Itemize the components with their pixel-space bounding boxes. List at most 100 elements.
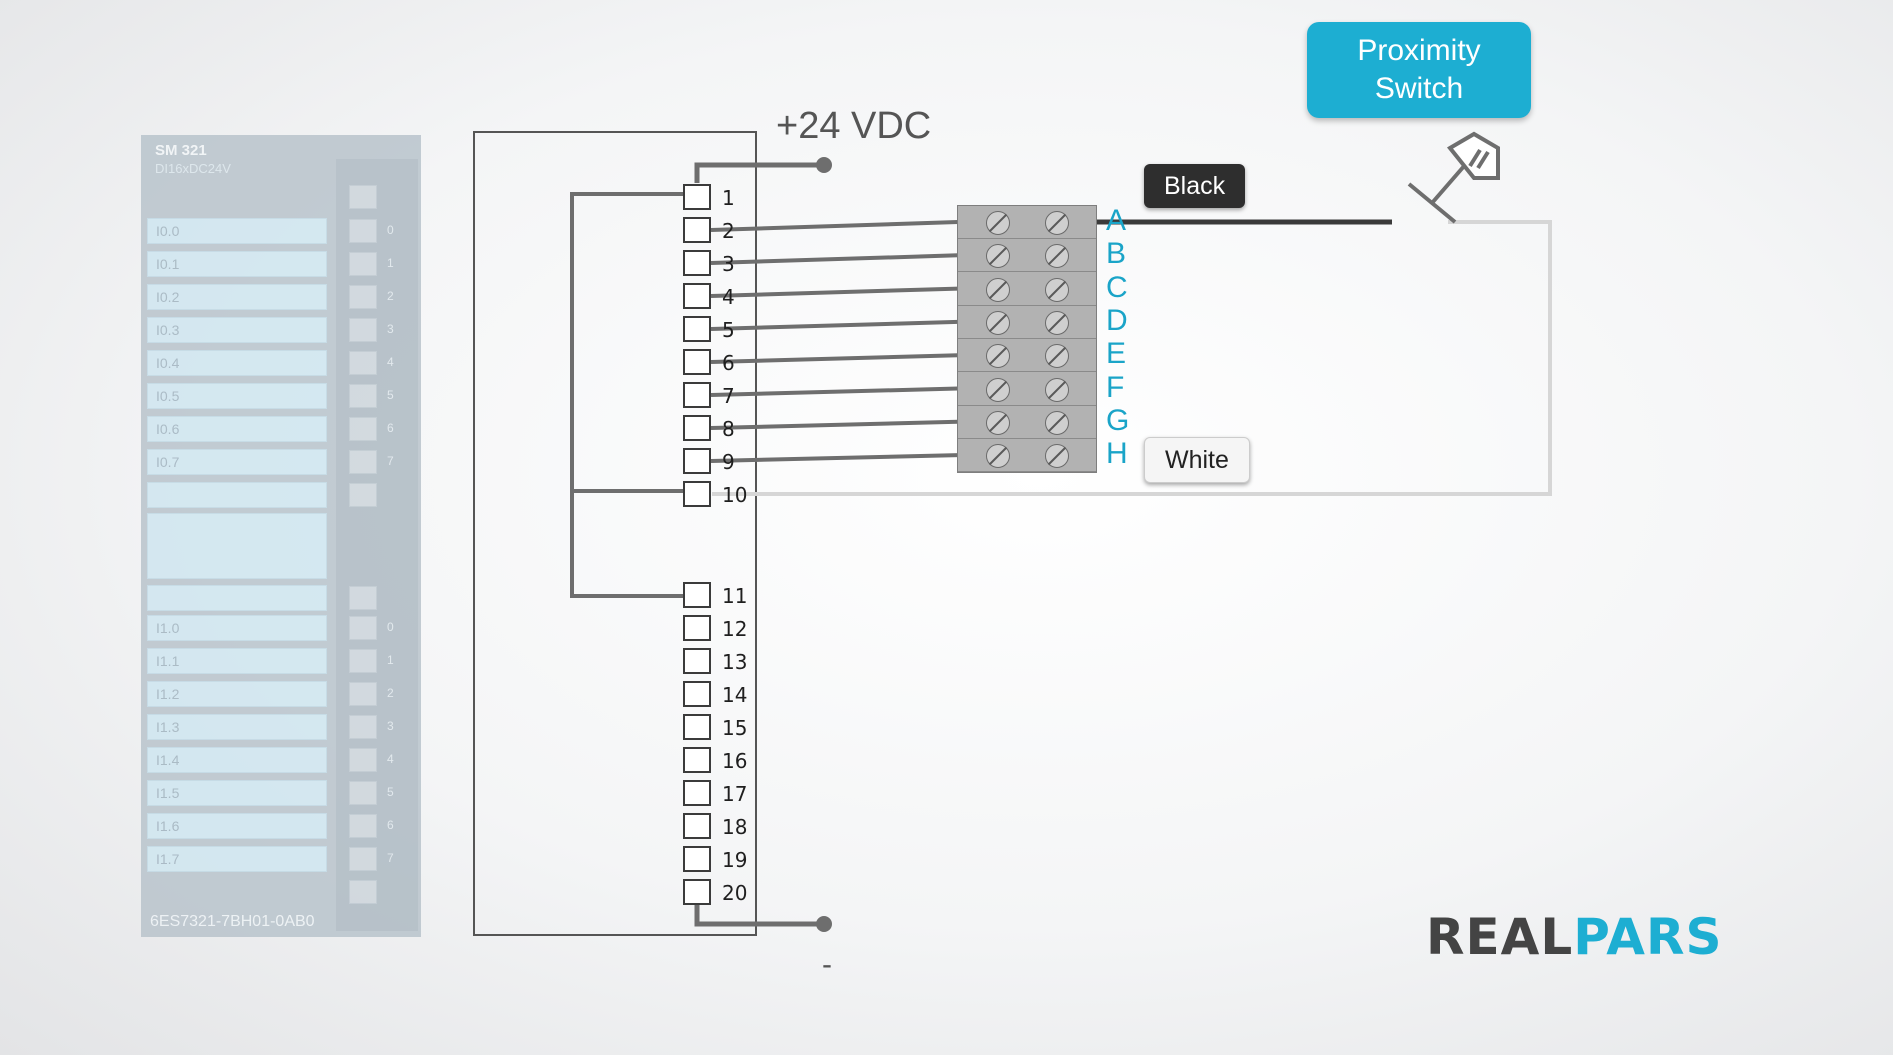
plc-status-led bbox=[349, 649, 377, 673]
plc-input-module: SM 321 DI16xDC24V 6ES7321-7BH01-0AB0 I0.… bbox=[141, 135, 421, 937]
terminal-19-box bbox=[683, 846, 711, 872]
plc-input-field: I1.2 bbox=[147, 681, 327, 707]
positive-node bbox=[816, 157, 832, 173]
logo-part-real: REAL bbox=[1426, 908, 1574, 966]
terminal-wire bbox=[710, 253, 959, 265]
plc-input-field: I1.7 bbox=[147, 846, 327, 872]
plc-status-led bbox=[349, 847, 377, 871]
proximity-switch-label-line2: Switch bbox=[1374, 72, 1464, 105]
terminal-15-box bbox=[683, 714, 711, 740]
terminal-number: 19 bbox=[722, 848, 748, 872]
screw-icon bbox=[1045, 444, 1069, 469]
plc-status-led bbox=[349, 748, 377, 772]
plc-input-field bbox=[147, 585, 327, 611]
plc-bit-number: 1 bbox=[387, 653, 394, 667]
plc-bit-number: 5 bbox=[387, 388, 394, 402]
terminal-number: 1 bbox=[722, 186, 735, 210]
plc-bit-number: 7 bbox=[387, 851, 394, 865]
terminal-11-box bbox=[683, 582, 711, 608]
plc-input-address: I1.3 bbox=[156, 719, 180, 735]
terminal-to-block-wires bbox=[710, 220, 959, 463]
terminal-block-row bbox=[958, 373, 1096, 406]
terminal-number: 17 bbox=[722, 782, 748, 806]
plc-input-address: I0.6 bbox=[156, 421, 180, 437]
plc-status-led bbox=[349, 318, 377, 342]
plc-type: DI16xDC24V bbox=[155, 161, 231, 176]
plc-input-field: I1.1 bbox=[147, 648, 327, 674]
plc-model: SM 321 bbox=[155, 142, 207, 159]
plc-bit-number: 4 bbox=[387, 752, 394, 766]
terminal-number: 11 bbox=[722, 584, 748, 608]
plc-bit-number: 4 bbox=[387, 355, 394, 369]
plc-input-address: I1.0 bbox=[156, 620, 180, 636]
plc-input-field: I1.0 bbox=[147, 615, 327, 641]
plc-status-led bbox=[349, 450, 377, 474]
plc-input-address: I0.0 bbox=[156, 223, 180, 239]
plc-input-address: I1.2 bbox=[156, 686, 180, 702]
screw-icon bbox=[1045, 244, 1069, 269]
terminal-13-box bbox=[683, 648, 711, 674]
screw-icon bbox=[986, 410, 1010, 435]
terminal-number: 3 bbox=[722, 252, 735, 276]
plc-bit-number: 3 bbox=[387, 322, 394, 336]
black-wire-tag: Black bbox=[1144, 164, 1246, 208]
screw-icon bbox=[986, 244, 1010, 269]
plc-status-led bbox=[349, 586, 377, 610]
terminal-16-box bbox=[683, 747, 711, 773]
plc-input-field: I0.4 bbox=[147, 350, 327, 376]
plc-status-led bbox=[349, 417, 377, 441]
plc-input-field: I1.6 bbox=[147, 813, 327, 839]
terminal-wire bbox=[710, 319, 959, 331]
plc-input-field: I0.0 bbox=[147, 218, 327, 244]
terminal-number: 4 bbox=[722, 285, 735, 309]
terminal-number: 7 bbox=[722, 384, 735, 408]
plc-part-number: 6ES7321-7BH01-0AB0 bbox=[150, 913, 315, 930]
terminal-9-box bbox=[683, 448, 711, 474]
terminal-block-row bbox=[958, 206, 1096, 239]
plc-input-address: I1.4 bbox=[156, 752, 180, 768]
screw-icon bbox=[1045, 344, 1069, 369]
logo-part-pars: PARS bbox=[1573, 908, 1723, 966]
terminal-number: 8 bbox=[722, 417, 735, 441]
terminal-number: 13 bbox=[722, 650, 748, 674]
plc-input-field: I0.2 bbox=[147, 284, 327, 310]
terminal-12-box bbox=[683, 615, 711, 641]
positive-supply-label: +24 VDC bbox=[776, 105, 932, 147]
terminal-wire bbox=[710, 220, 959, 232]
terminal-number: 6 bbox=[722, 351, 735, 375]
plc-status-led bbox=[349, 285, 377, 309]
screw-icon bbox=[1045, 377, 1069, 402]
terminal-block-row bbox=[958, 439, 1096, 473]
plc-input-field: I1.4 bbox=[147, 747, 327, 773]
plc-input-field: I0.5 bbox=[147, 383, 327, 409]
terminal-block-row bbox=[958, 406, 1096, 439]
terminal-block-row bbox=[958, 273, 1096, 306]
terminal-number: 14 bbox=[722, 683, 748, 707]
realpars-logo: REALPARS bbox=[1426, 908, 1722, 966]
plc-input-address: I0.1 bbox=[156, 256, 180, 272]
positive-supply-wire bbox=[694, 162, 824, 183]
plc-input-address: I1.6 bbox=[156, 818, 180, 834]
plc-status-led bbox=[349, 185, 377, 209]
terminal-10-box bbox=[683, 481, 711, 507]
terminal-wire bbox=[710, 353, 959, 364]
screw-icon bbox=[1045, 310, 1069, 335]
terminal-number: 15 bbox=[722, 716, 748, 740]
screw-icon bbox=[986, 344, 1010, 369]
plc-status-led bbox=[349, 384, 377, 408]
terminal-block-letter: B bbox=[1106, 237, 1127, 271]
terminal-3-box bbox=[683, 250, 711, 276]
plc-input-address: I1.7 bbox=[156, 851, 180, 867]
terminal-4-box bbox=[683, 283, 711, 309]
terminal-number: 2 bbox=[722, 219, 735, 243]
terminal-7-box bbox=[683, 382, 711, 408]
plc-input-address: I1.1 bbox=[156, 653, 180, 669]
terminal-strip-outline bbox=[473, 131, 757, 936]
plc-input-field: I0.1 bbox=[147, 251, 327, 277]
plc-status-led bbox=[349, 219, 377, 243]
proximity-switch-label-line1: Proximity bbox=[1357, 34, 1481, 67]
terminal-block-row bbox=[958, 306, 1096, 339]
terminal-block-row bbox=[958, 239, 1096, 273]
proximity-switch-symbol bbox=[1407, 131, 1500, 224]
